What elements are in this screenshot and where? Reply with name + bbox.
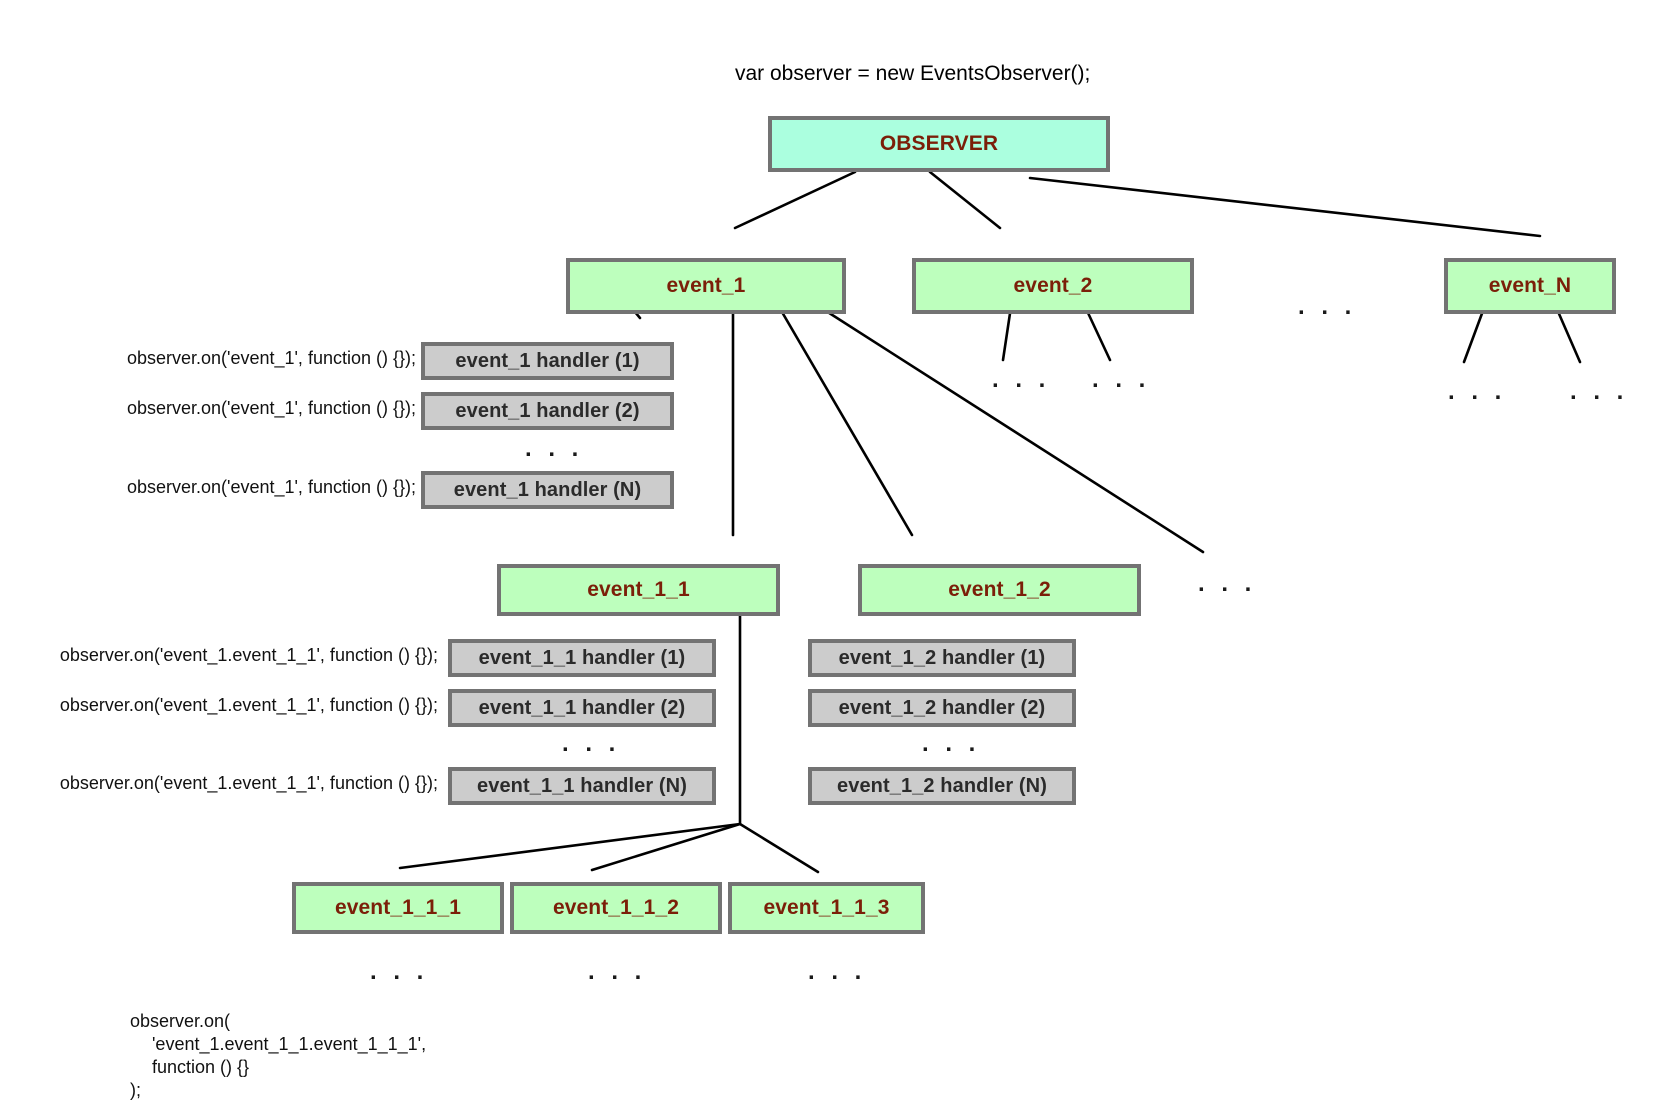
ellipsis-event-1-2-handlers: . . . [922,730,981,757]
node-event-1-2[interactable]: event_1_2 [858,564,1141,616]
code-label-event-1-1-handler-2: observer.on('event_1.event_1_1', functio… [59,695,438,715]
ellipsis-event-1-1-2-children: . . . [588,958,647,985]
ellipsis-event-1-1-3-children: . . . [808,958,867,985]
ellipsis-event-n-child-a: . . . [1448,378,1507,405]
ellipsis-event-1-child-3: . . . [1198,570,1257,597]
ellipsis-event-2-child-b: . . . [1092,366,1151,393]
node-event-1-1-handler-2[interactable]: event_1_1 handler (2) [448,689,716,727]
node-event-1-handler-2[interactable]: event_1 handler (2) [421,392,674,430]
code-snippet-line-2: 'event_1.event_1_1.event_1_1_1', [152,1034,427,1054]
node-event-1-1-handler-n[interactable]: event_1_1 handler (N) [448,767,716,805]
code-snippet-line-1: observer.on( [130,1011,231,1031]
node-event-1[interactable]: event_1 [566,258,846,314]
code-label-event-1-handler-2: observer.on('event_1', function () {}); [126,398,416,418]
code-label-event-1-1-handler-n: observer.on('event_1.event_1_1', functio… [59,773,438,793]
code-label-event-1-1-handler-1: observer.on('event_1.event_1_1', functio… [59,645,438,665]
node-event-1-2-handler-n[interactable]: event_1_2 handler (N) [808,767,1076,805]
code-label-event-1-handler-1: observer.on('event_1', function () {}); [126,348,416,368]
node-event-1-1-3[interactable]: event_1_1_3 [728,882,925,934]
code-snippet-line-3: function () {} [152,1057,250,1077]
node-event-1-1-handler-1[interactable]: event_1_1 handler (1) [448,639,716,677]
node-event-1-handler-1[interactable]: event_1 handler (1) [421,342,674,380]
observer-construction-caption: var observer = new EventsObserver(); [735,62,1091,85]
ellipsis-event-1-1-1-children: . . . [370,958,429,985]
node-event-1-2-handler-1[interactable]: event_1_2 handler (1) [808,639,1076,677]
ellipsis-event-2-child-a: . . . [992,366,1051,393]
node-event-1-handler-n[interactable]: event_1 handler (N) [421,471,674,509]
node-event-1-1-2[interactable]: event_1_1_2 [510,882,722,934]
ellipsis-level1-row: . . . [1298,293,1357,320]
node-event-1-2-handler-2[interactable]: event_1_2 handler (2) [808,689,1076,727]
code-snippet-line-4: ); [130,1080,141,1100]
node-observer[interactable]: OBSERVER [768,116,1110,172]
ellipsis-event-1-1-handlers: . . . [562,730,621,757]
node-event-1-1-1[interactable]: event_1_1_1 [292,882,504,934]
code-label-event-1-handler-n: observer.on('event_1', function () {}); [126,477,416,497]
ellipsis-event-n-child-b: . . . [1570,378,1629,405]
ellipsis-event-1-handlers: . . . [525,435,584,462]
node-event-2[interactable]: event_2 [912,258,1194,314]
node-event-1-1[interactable]: event_1_1 [497,564,780,616]
node-event-n[interactable]: event_N [1444,258,1616,314]
